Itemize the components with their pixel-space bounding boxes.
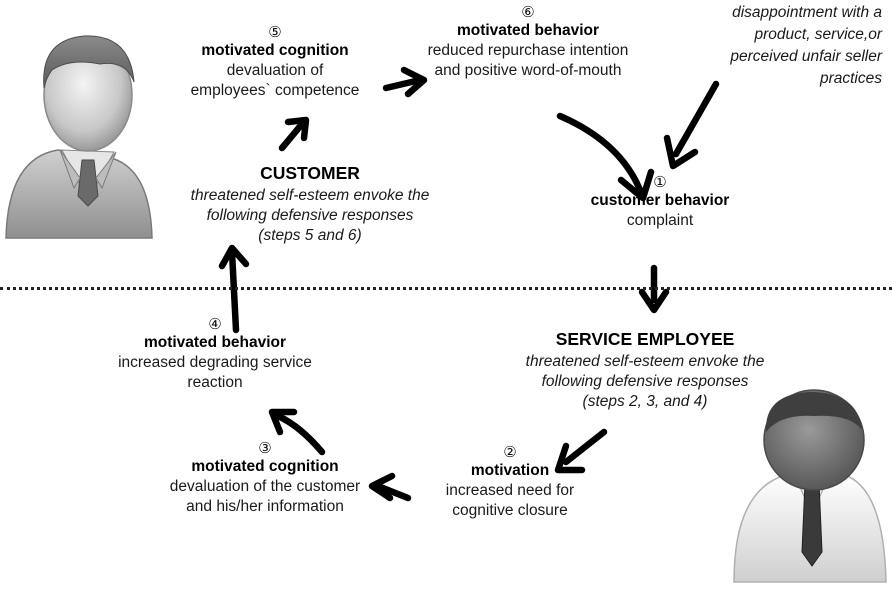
node-text: reaction [187,374,243,391]
employee-heading: SERVICE EMPLOYEE [555,329,735,349]
customer-block: CUSTOMER threatened self-esteem envoke t… [160,160,460,246]
step-1-marker: ① [653,174,667,191]
trigger-text: disappointment with a product, service,o… [730,2,882,90]
arrow-motivation-to-cognition [368,472,412,502]
node-text: devaluation of the customer [169,478,361,495]
node-title: motivated behavior [456,22,600,39]
customer-line: following defensive responses [206,207,414,224]
node-motivated-cognition-top: ⑤ motivated cognition devaluation of emp… [170,24,380,101]
node-text: cognitive closure [452,502,568,519]
customer-employee-divider [0,287,892,290]
node-motivated-behavior-top: ⑥ motivated behavior reduced repurchase … [408,4,648,81]
employee-line: following defensive responses [541,373,749,390]
node-text: complaint [626,212,694,229]
node-text: increased need for [445,482,575,499]
customer-line: threatened self-esteem envoke the [190,187,430,204]
node-text: devaluation of [226,62,324,79]
step-5-marker: ⑤ [268,24,282,41]
node-title: customer behavior [590,192,730,209]
employee-line: (steps 2, 3, and 4) [582,393,708,410]
node-motivation: ② motivation increased need for cognitiv… [420,444,600,521]
step-6-marker: ⑥ [521,4,535,21]
arrow-cognition-to-behavior [268,408,326,456]
trigger-line: disappointment with a [732,4,882,21]
node-title: motivated cognition [201,42,349,59]
node-text: increased degrading service [118,354,312,371]
customer-line: (steps 5 and 6) [258,227,362,244]
employee-line: threatened self-esteem envoke the [525,353,765,370]
node-text: and positive word-of-mouth [434,62,622,79]
node-title: motivated behavior [143,334,287,351]
trigger-line: product, service,or [754,26,883,43]
trigger-line: practices [819,70,882,87]
node-text: reduced repurchase intention [427,42,629,59]
arrows [218,66,720,502]
node-title: motivated cognition [191,458,339,475]
step-4-marker: ④ [208,316,222,333]
node-motivated-behavior-bottom: ④ motivated behavior increased degrading… [100,316,330,393]
arrow-cognition-to-behavior-top [382,66,428,98]
node-title: motivation [470,462,550,479]
arrow-customer-to-cognition [278,116,310,152]
customer-heading: CUSTOMER [260,163,360,183]
node-motivated-cognition-bottom: ③ motivated cognition devaluation of the… [140,440,390,517]
arrow-employee-to-motivation [554,428,608,474]
trigger-line: perceived unfair seller [730,48,882,65]
arrow-complaint-to-employee [638,264,670,314]
arrow-behavior-to-complaint [556,112,655,202]
customer-avatar-icon [5,35,153,239]
node-text: employees` competence [190,82,360,99]
employee-block: SERVICE EMPLOYEE threatened self-esteem … [490,326,800,412]
arrow-trigger-to-complaint [663,80,720,170]
employee-avatar-icon [733,389,887,583]
node-customer-behavior: ① customer behavior complaint [560,174,760,231]
step-2-marker: ② [503,444,517,461]
node-text: and his/her information [186,498,344,515]
step-3-marker: ③ [258,440,272,457]
